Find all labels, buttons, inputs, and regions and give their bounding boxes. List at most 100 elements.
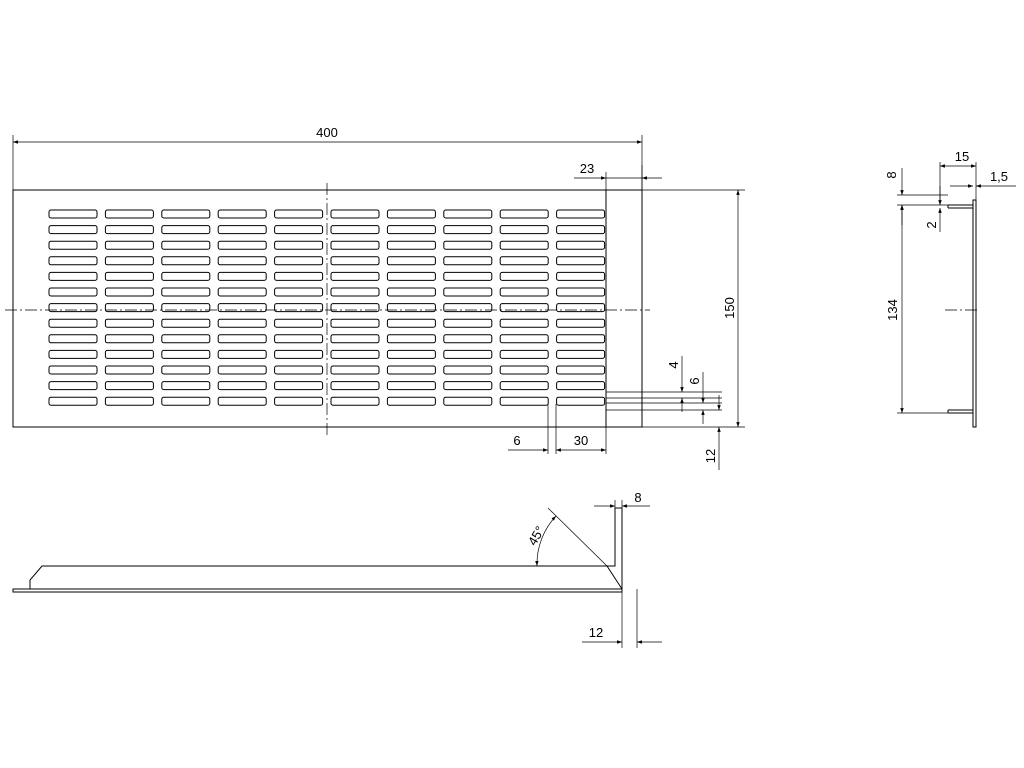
vent-slot <box>386 396 436 406</box>
vent-slot <box>386 209 436 219</box>
dim-text-1-5: 1,5 <box>990 169 1008 184</box>
vent-slot <box>330 225 380 235</box>
vent-slot <box>217 349 267 359</box>
dimension-flange-thickness: 8 <box>594 490 650 508</box>
dim-text-8-side: 8 <box>884 171 899 178</box>
vent-slot <box>386 381 436 391</box>
dimension-overall-length: 400 <box>12 125 643 190</box>
dimension-offset: 2 <box>924 186 942 232</box>
vent-slot <box>48 381 98 391</box>
vent-slot <box>443 256 493 266</box>
vent-slot <box>386 256 436 266</box>
vent-slot <box>443 209 493 219</box>
dim-text-4: 4 <box>666 361 681 368</box>
vent-slot <box>499 256 549 266</box>
vent-slot <box>443 365 493 375</box>
dim-text-150: 150 <box>722 297 737 319</box>
slot-grid <box>48 209 606 406</box>
vent-slot <box>386 318 436 328</box>
vent-slot <box>274 271 324 281</box>
vent-slot <box>48 334 98 344</box>
vent-slot <box>443 225 493 235</box>
vent-slot <box>386 287 436 297</box>
vent-slot <box>161 349 211 359</box>
vent-slot <box>443 381 493 391</box>
dim-text-slot-gap: 6 <box>513 433 520 448</box>
dim-text-6: 6 <box>687 377 702 384</box>
vent-slot <box>330 349 380 359</box>
vent-slot <box>556 334 606 344</box>
vent-slot <box>48 256 98 266</box>
vent-slot <box>104 225 154 235</box>
vent-slot <box>161 396 211 406</box>
vent-slot <box>556 396 606 406</box>
vent-slot <box>330 396 380 406</box>
vent-slot <box>217 287 267 297</box>
vent-slot <box>330 365 380 375</box>
vent-slot <box>556 287 606 297</box>
vent-slot <box>217 396 267 406</box>
vent-slot <box>161 334 211 344</box>
vent-slot <box>104 365 154 375</box>
vent-slot <box>499 349 549 359</box>
dim-text-12-section: 12 <box>589 625 603 640</box>
vent-slot <box>274 365 324 375</box>
front-view: 400 23 150 4 6 <box>5 125 745 470</box>
vent-slot <box>104 334 154 344</box>
vent-slot <box>161 381 211 391</box>
dimension-slot-gaps-vertical: 4 6 12 <box>606 356 722 470</box>
vent-slot <box>104 209 154 219</box>
vent-slot <box>48 349 98 359</box>
vent-slot <box>274 240 324 250</box>
vent-slot <box>274 381 324 391</box>
dimension-inner-height: 134 <box>885 205 948 414</box>
vent-slot <box>386 225 436 235</box>
vent-slot <box>161 225 211 235</box>
vent-slot <box>274 287 324 297</box>
side-profile <box>947 199 977 428</box>
vent-slot <box>161 365 211 375</box>
vent-slot <box>161 271 211 281</box>
vent-slot <box>330 287 380 297</box>
vent-slot <box>217 381 267 391</box>
vent-slot <box>556 303 606 313</box>
vent-slot <box>556 365 606 375</box>
dimension-thickness: 1,5 <box>950 169 1016 188</box>
dim-text-45: 45° <box>525 523 548 548</box>
vent-slot <box>48 365 98 375</box>
vent-slot <box>104 396 154 406</box>
vent-slot <box>48 271 98 281</box>
vent-slot <box>104 303 154 313</box>
vent-slot <box>386 240 436 250</box>
vent-slot <box>499 209 549 219</box>
vent-slot <box>217 318 267 328</box>
vent-slot <box>217 334 267 344</box>
section-flange <box>606 507 623 591</box>
dimension-lip-height: 8 <box>884 168 948 225</box>
vent-slot <box>556 271 606 281</box>
vent-slot <box>104 240 154 250</box>
vent-slot <box>330 271 380 281</box>
vent-slot <box>48 303 98 313</box>
vent-slot <box>274 334 324 344</box>
dimension-overall-height: 150 <box>642 189 745 428</box>
vent-slot <box>499 318 549 328</box>
vent-slot <box>499 287 549 297</box>
vent-slot <box>217 256 267 266</box>
vent-slot <box>217 365 267 375</box>
vent-slot <box>556 256 606 266</box>
vent-slot <box>217 209 267 219</box>
vent-slot <box>330 334 380 344</box>
vent-slot <box>104 287 154 297</box>
vent-slot <box>48 209 98 219</box>
angle-reference-line <box>547 507 608 567</box>
vent-slot <box>48 225 98 235</box>
vent-slot <box>443 334 493 344</box>
vent-slot <box>161 209 211 219</box>
vent-slot <box>330 256 380 266</box>
vent-slot <box>443 240 493 250</box>
side-view: 15 1,5 8 2 134 <box>884 149 1016 428</box>
dim-text-30: 30 <box>574 433 588 448</box>
vent-slot <box>556 349 606 359</box>
vent-slot <box>274 256 324 266</box>
